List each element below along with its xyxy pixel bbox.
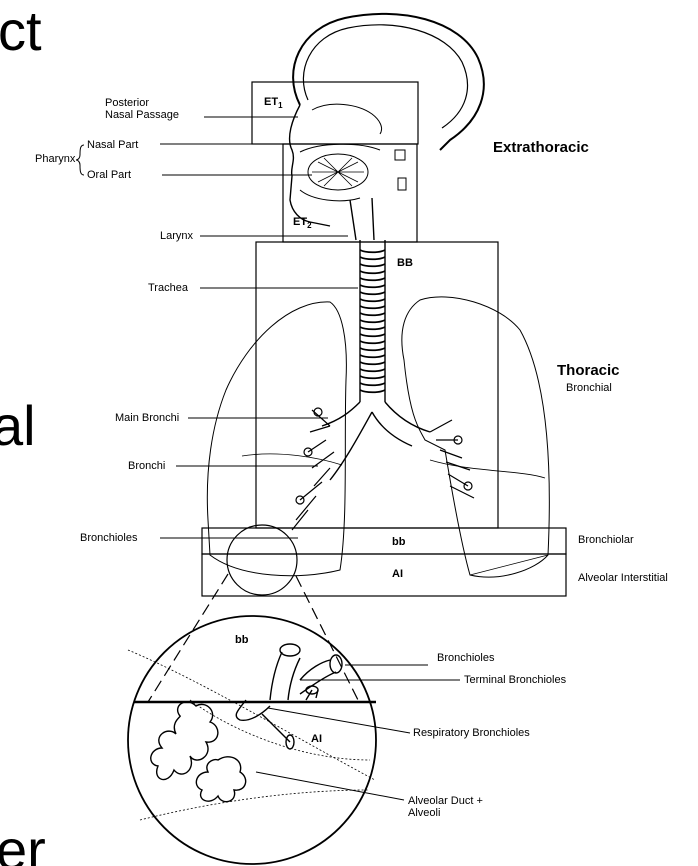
partial-text-top: ct: [0, 3, 42, 59]
bb-lower-label: bb: [392, 536, 405, 548]
bronchi-label: Bronchi: [128, 460, 165, 472]
trachea-ring: [360, 327, 385, 329]
bb-upper-label: BB: [397, 257, 413, 269]
trachea-ring: [360, 341, 385, 343]
trachea-ring: [360, 271, 385, 273]
larynx-label: Larynx: [160, 230, 193, 242]
magnified-detail-circle: [128, 616, 376, 864]
main-bronchi-label: Main Bronchi: [115, 412, 179, 424]
trachea-ring: [360, 362, 385, 364]
bronchioles-label: Bronchioles: [80, 532, 137, 544]
alveolar-interstitial-label: Alveolar Interstitial: [578, 572, 668, 584]
trachea-ring: [360, 313, 385, 315]
partial-text-middle: al: [0, 398, 36, 454]
bb-lower-box: [202, 528, 566, 554]
trachea-ring: [360, 348, 385, 350]
et1-label: ET1: [264, 96, 283, 110]
ai-lower-box: [202, 554, 566, 596]
alveolar-duct-label-line2: Alveoli: [408, 807, 440, 819]
posterior-label-line1: Posterior: [105, 97, 149, 109]
terminal-bronchioles-label: Terminal Bronchioles: [464, 674, 566, 686]
posterior-label-line2: Nasal Passage: [105, 109, 179, 121]
bronchiolar-label: Bronchiolar: [578, 534, 634, 546]
trachea-ring: [360, 369, 385, 371]
trachea-ring: [360, 334, 385, 336]
right-lung: [207, 302, 346, 576]
trachea-ring: [360, 306, 385, 308]
region-boxes: [202, 82, 566, 596]
trachea-ring: [360, 257, 385, 259]
ai-lower-label: AI: [392, 568, 403, 580]
respiratory-bronchioles-label: Respiratory Bronchioles: [413, 727, 530, 739]
extrathoracic-label: Extrathoracic: [493, 139, 589, 156]
trachea-ring: [360, 292, 385, 294]
bronchiole-detail: [151, 644, 342, 802]
trachea-ring: [360, 264, 385, 266]
magnify-source-circle: [227, 525, 297, 595]
trachea-ring: [360, 355, 385, 357]
trachea-ring: [360, 376, 385, 378]
pharynx-label: Pharynx: [35, 153, 75, 165]
head-outline: [290, 14, 484, 226]
trachea-ring: [360, 299, 385, 301]
magnifier: [128, 525, 376, 864]
et1-box: [252, 82, 418, 144]
alveolar-duct-label-line1: Alveolar Duct +: [408, 795, 483, 807]
trachea-ring: [360, 278, 385, 280]
nasal-part-label: Nasal Part: [87, 139, 138, 151]
trachea-ring: [360, 383, 385, 385]
partial-text-bottom: er: [0, 822, 46, 866]
trachea: [360, 240, 385, 402]
detail-bronchioles-label: Bronchioles: [437, 652, 494, 664]
oral-part-label: Oral Part: [87, 169, 131, 181]
nasal-oral-structures: [300, 104, 406, 240]
et2-label: ET2: [293, 216, 312, 230]
left-lung: [402, 297, 549, 577]
thoracic-label: Thoracic: [557, 362, 620, 379]
trachea-label: Trachea: [148, 282, 188, 294]
trachea-ring: [360, 285, 385, 287]
bb-circle-label: bb: [235, 634, 248, 646]
trachea-ring: [360, 390, 385, 392]
ai-circle-label: AI: [311, 733, 322, 745]
pharynx-brace: [76, 145, 84, 175]
bronchial-label: Bronchial: [566, 382, 612, 394]
main-bronchi: [322, 402, 430, 480]
trachea-ring: [360, 320, 385, 322]
trachea-ring: [360, 250, 385, 252]
